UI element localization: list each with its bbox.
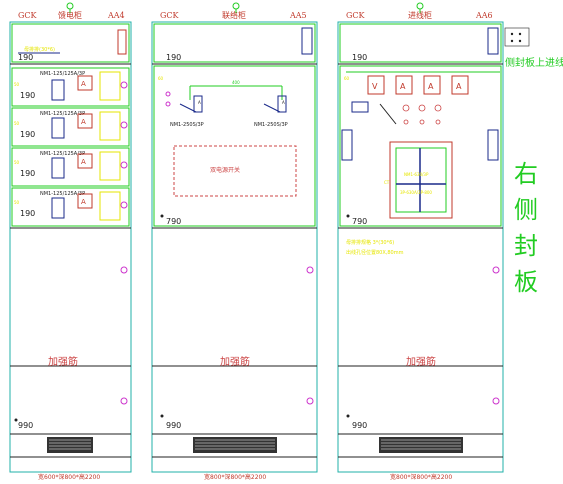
meter-v [367, 75, 385, 95]
height-label: 190 [20, 169, 35, 178]
cabinet-code: GCK [160, 11, 180, 20]
svg-text:A: A [81, 198, 86, 206]
ground-icon [232, 2, 240, 10]
breaker-module: NM1-125/125A/3P A 190 50 [11, 187, 130, 227]
ground-icon [416, 2, 424, 10]
height-label: 190 [20, 209, 35, 218]
svg-text:A: A [400, 82, 406, 91]
breaker-label: 3P-630A/3P-800 [400, 190, 432, 195]
dual-power-switch-box [173, 145, 297, 197]
side-panel-char: 板 [514, 268, 538, 296]
breaker-module: NM1-125/125A/3P A 190 50 [11, 67, 130, 107]
vent-grille [47, 437, 93, 453]
cabinet-name: 联络柜 [222, 10, 246, 20]
breaker-label: NM1-125/125A/3P [40, 151, 85, 157]
meter-a [451, 75, 469, 95]
outlet-note: 出线孔径位置80X,80mm [346, 249, 404, 256]
side-entry-note: 侧封板上进线 [505, 56, 563, 69]
meter-a [423, 75, 441, 95]
cabinet-id: AA4 [107, 11, 125, 20]
main-breaker [389, 141, 453, 219]
vent-grille [193, 437, 277, 453]
ground-icon [66, 2, 74, 10]
breaker-left: A NM1-250S/3P [170, 95, 204, 128]
svg-text:V: V [372, 82, 378, 91]
height-label: 790 [166, 217, 181, 226]
dual-power-label: 双电源开关 [210, 166, 240, 174]
cabinet-id: AA6 [475, 11, 493, 20]
breaker-label: NM1-125/125A/3P [40, 191, 85, 197]
side-panel-char: 右 [514, 160, 538, 188]
height-label: 990 [18, 421, 33, 430]
reinforce-label: 加强筋 [406, 355, 436, 368]
reinforce-label: 加强筋 [220, 355, 250, 368]
height-label: 190 [352, 53, 367, 62]
svg-text:A: A [198, 100, 201, 105]
cabinet-aa4: GCK 馈电柜 AA4 母排排(30*6) 190 NM1-125/125A/3… [9, 2, 132, 481]
vent-grille [379, 437, 463, 453]
breaker-label: NM1-250S/3P [170, 122, 204, 128]
breaker-module: NM1-125/125A/3P A 190 50 [11, 107, 130, 147]
side-panel-char: 侧 [514, 196, 538, 224]
breaker-label: NM1-250S/3P [254, 122, 288, 128]
bus-spec-note: 母排排规格 3*(30*6) [346, 239, 394, 246]
svg-text:60: 60 [158, 76, 164, 81]
side-panel-char: 封 [514, 232, 538, 260]
breaker-label: NM1-630/3P [404, 172, 429, 177]
cabinet-code: GCK [18, 11, 38, 20]
height-label: 190 [20, 130, 35, 139]
side-entry-box [504, 27, 530, 47]
svg-text:A: A [282, 100, 285, 105]
breaker-module: NM1-125/125A/3P A 190 50 [11, 147, 130, 187]
svg-text:50: 50 [14, 121, 20, 126]
svg-text:50: 50 [14, 200, 20, 205]
cabinet-dims: 宽600*深800*高2200 [38, 473, 100, 481]
height-label: 990 [352, 421, 367, 430]
height-label: 790 [352, 217, 367, 226]
meter-row: V A A A [367, 75, 469, 95]
breaker-right: A NM1-250S/3P [254, 95, 288, 128]
bus-note: 母排排(30*6) [24, 46, 55, 53]
meter-a [395, 75, 413, 95]
breaker-label: NM1-125/125A/3P [40, 111, 85, 117]
cabinet-dims: 宽800*深800*高2200 [204, 473, 266, 481]
height-label: 190 [18, 53, 33, 62]
cabinet-id: AA5 [289, 11, 307, 20]
cabinet-aa5: GCK 联络柜 AA5 190 60 400 A NM1-250S/3P A N… [151, 2, 318, 481]
breaker-label: NM1-125/125A/3P [40, 71, 85, 77]
svg-text:50: 50 [14, 82, 20, 87]
cabinet-aa6: GCK 进线柜 AA6 190 60 V A A A [337, 2, 504, 481]
bus-label: 400 [232, 80, 240, 85]
svg-text:A: A [81, 118, 86, 126]
height-label: 190 [166, 53, 181, 62]
svg-text:A: A [81, 158, 86, 166]
svg-text:A: A [428, 82, 434, 91]
svg-text:60: 60 [344, 76, 350, 81]
height-label: 190 [20, 91, 35, 100]
svg-text:A: A [456, 82, 462, 91]
svg-text:50: 50 [14, 160, 20, 165]
cabinet-name: 进线柜 [408, 10, 432, 20]
cabinet-code: GCK [346, 11, 366, 20]
reinforce-label: 加强筋 [48, 355, 78, 368]
handle-icon [120, 81, 128, 89]
height-label: 990 [166, 421, 181, 430]
svg-text:A: A [81, 80, 86, 88]
cabinet-dims: 宽800*深800*高2200 [390, 473, 452, 481]
ct-label: CT [384, 180, 390, 185]
cabinet-name: 馈电柜 [58, 10, 82, 20]
